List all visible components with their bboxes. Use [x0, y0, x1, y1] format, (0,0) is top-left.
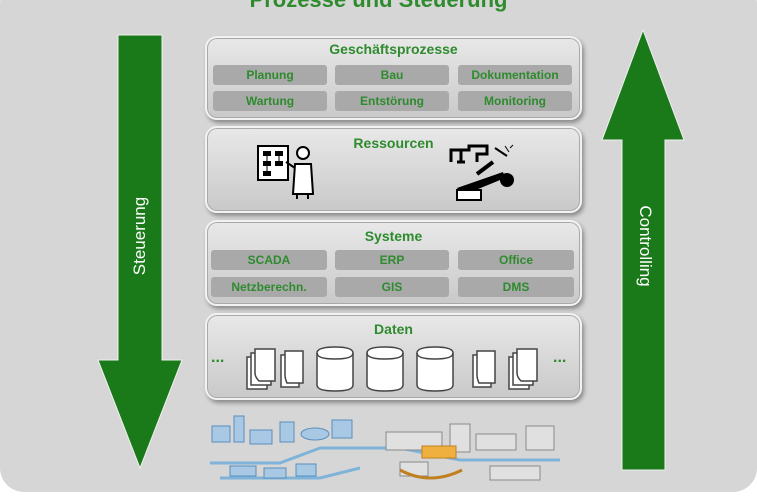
- controlling-label: Controlling: [636, 205, 655, 287]
- process-monitoring: Monitoring: [458, 91, 572, 111]
- process-bau: Bau: [335, 65, 449, 85]
- layer-geschaeftsprozesse: Geschäftsprozesse Planung Bau Dokumentat…: [205, 36, 582, 120]
- system-erp: ERP: [335, 250, 449, 270]
- data-ellipsis-right: ...: [553, 349, 567, 366]
- process-planung: Planung: [213, 65, 327, 85]
- layer-systeme: Systeme SCADA ERP Office Netzberechn. GI…: [205, 220, 582, 306]
- system-netzberechn: Netzberechn.: [211, 277, 327, 297]
- process-dokumentation: Dokumentation: [458, 65, 572, 85]
- system-office: Office: [458, 250, 574, 270]
- data-storage-icons: [246, 346, 538, 392]
- diagram-title: Prozesse und Steuerung: [0, 0, 757, 13]
- technician-repair-icon: [449, 144, 514, 201]
- layer-ressourcen: Ressourcen: [205, 126, 582, 213]
- steuerung-label: Steuerung: [130, 196, 149, 276]
- layer-title-ressourcen: Ressourcen: [353, 135, 434, 151]
- system-dms: DMS: [458, 277, 574, 297]
- utility-network-illustration-icon: [210, 415, 560, 481]
- system-gis: GIS: [335, 277, 449, 297]
- planner-person-icon: [257, 145, 315, 199]
- process-wartung: Wartung: [213, 91, 327, 111]
- layer-daten: Daten ... ...: [205, 313, 582, 400]
- layer-title-systeme: Systeme: [364, 228, 423, 244]
- system-scada: SCADA: [211, 250, 327, 270]
- process-entstoerung: Entstörung: [335, 91, 449, 111]
- layer-title-daten: Daten: [374, 321, 413, 337]
- layer-title-geschaeftsprozesse: Geschäftsprozesse: [329, 41, 458, 57]
- data-ellipsis-left: ...: [211, 349, 225, 366]
